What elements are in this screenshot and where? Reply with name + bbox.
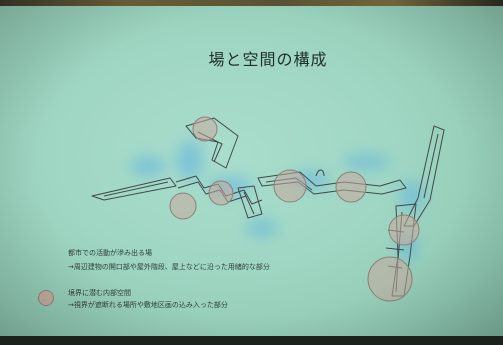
- slide-title: 場と空間の構成: [208, 50, 328, 69]
- bottom-edge-strip: [0, 336, 503, 345]
- inner-space-circles: [169, 116, 420, 302]
- legend-activity-heading: 都市での活動が滲み出る場: [68, 249, 152, 257]
- activity-area: [246, 219, 278, 237]
- right-tower-inner-line: [423, 133, 439, 199]
- legend-circle-swatch: [38, 290, 54, 306]
- vertical-block-inner-line: [243, 191, 255, 215]
- inner-space-circle: [273, 169, 307, 203]
- inner-space-circle: [169, 192, 197, 220]
- inner-space-circle: [335, 171, 367, 203]
- legend-inner-space-description: →視界が遮断れる場所や敷地区画の込み入った部分: [68, 301, 228, 309]
- top-edge-strip: [0, 0, 503, 9]
- vertical-block-outline: [237, 185, 263, 219]
- left-wing-outline: [91, 177, 177, 201]
- tube-detail: [315, 169, 325, 177]
- presentation-slide: 場と空間の構成: [0, 6, 503, 338]
- inner-space-circle: [192, 116, 218, 142]
- legend-activity-description: →周辺建物の開口部や屋外階段、屋上などに沿った用緒的な部分: [68, 263, 270, 271]
- inner-space-circle: [367, 256, 413, 302]
- left-wing-inner-line: [103, 181, 169, 197]
- activity-area: [176, 140, 204, 180]
- activity-area: [342, 154, 390, 170]
- inner-space-circle: [208, 180, 234, 206]
- activity-area: [130, 156, 166, 176]
- legend-inner-space-heading: 境界に潜む内部空間: [68, 289, 131, 297]
- inner-space-circle: [388, 214, 420, 246]
